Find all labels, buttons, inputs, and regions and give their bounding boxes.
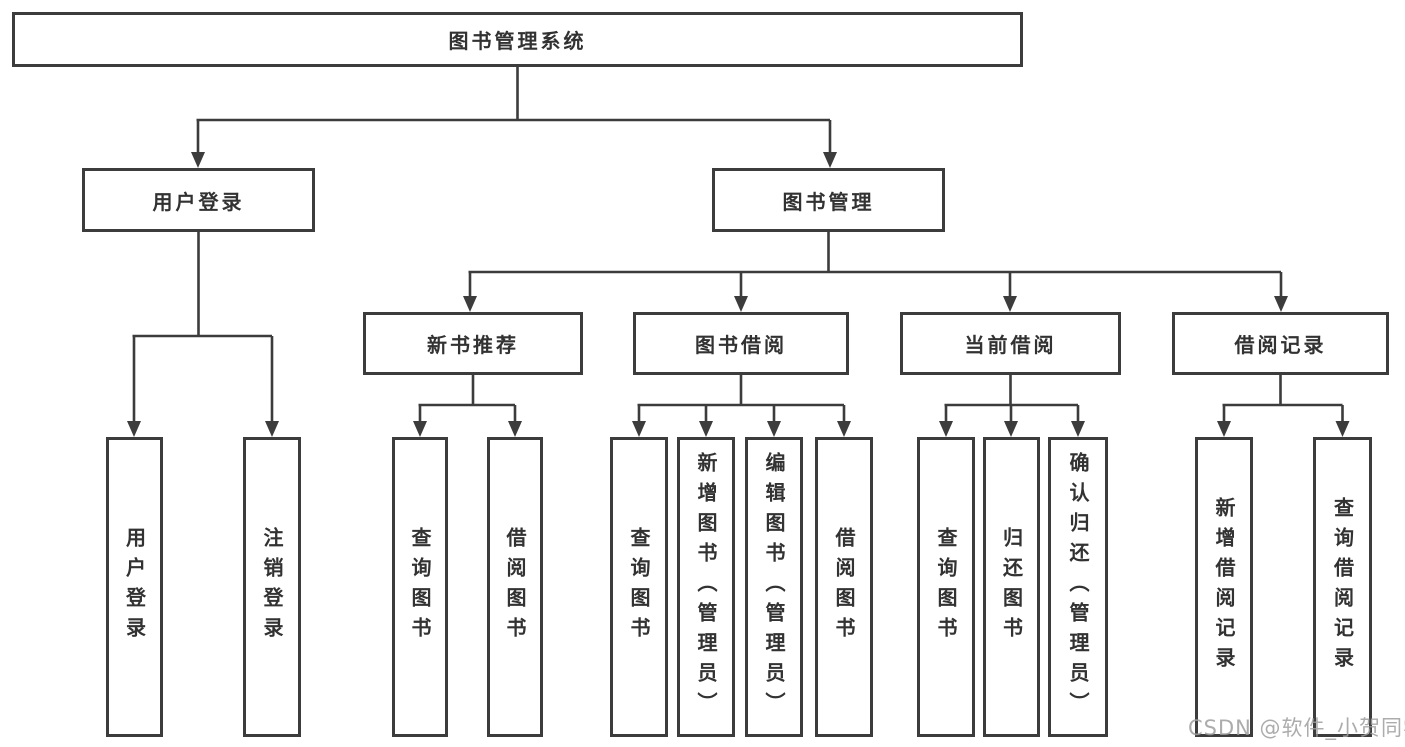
node-label: 图书管理: [782, 189, 875, 214]
leaf-query-books-recommend: 查询图书: [392, 437, 448, 737]
leaf-label: 新增借阅记录: [1212, 497, 1236, 677]
leaf-label: 借阅图书: [832, 527, 856, 647]
leaf-edit-books-admin: 编辑图书（管理员）: [745, 437, 803, 737]
leaf-label: 归还图书: [999, 527, 1024, 647]
node-label: 用户登录: [152, 189, 245, 214]
arrowhead-icons: [127, 152, 1350, 437]
leaf-label: 注销登录: [260, 527, 284, 647]
leaf-borrow-books: 借阅图书: [815, 437, 873, 737]
leaf-query-books-borrow: 查询图书: [610, 437, 668, 737]
node-label: 新书推荐: [427, 333, 519, 357]
leaf-label: 新增图书（管理员）: [694, 452, 718, 722]
node-root-system: 图书管理系统: [12, 12, 1023, 67]
leaf-query-books-current: 查询图书: [917, 437, 975, 737]
leaf-label: 用户登录: [122, 527, 147, 647]
leaf-label: 查询图书: [408, 527, 432, 647]
node-label: 当前借阅: [964, 333, 1057, 357]
node-label: 借阅记录: [1234, 333, 1327, 357]
node-borrowing-records: 借阅记录: [1172, 312, 1389, 375]
leaf-label: 查询图书: [627, 527, 651, 647]
node-book-borrowing: 图书借阅: [633, 312, 849, 375]
leaf-user-login: 用户登录: [106, 437, 163, 737]
leaf-borrow-books-recommend: 借阅图书: [487, 437, 543, 737]
leaf-label: 查询图书: [934, 527, 958, 647]
leaf-return-books: 归还图书: [983, 437, 1040, 737]
leaf-label: 确认归还（管理员）: [1066, 452, 1090, 722]
node-book-management: 图书管理: [712, 168, 945, 232]
node-new-book-recommend: 新书推荐: [363, 312, 583, 375]
leaf-label: 借阅图书: [503, 527, 527, 647]
leaf-label: 查询借阅记录: [1330, 497, 1355, 677]
leaf-query-borrow-record: 查询借阅记录: [1313, 437, 1372, 737]
node-label: 图书借阅: [695, 333, 787, 357]
node-label: 图书管理系统: [448, 29, 587, 53]
leaf-confirm-return-admin: 确认归还（管理员）: [1048, 437, 1108, 737]
leaf-add-borrow-record: 新增借阅记录: [1195, 437, 1253, 737]
node-user-login: 用户登录: [82, 168, 315, 232]
leaf-add-books-admin: 新增图书（管理员）: [677, 437, 735, 737]
leaf-label: 编辑图书（管理员）: [762, 452, 786, 722]
node-current-borrowing: 当前借阅: [900, 312, 1121, 375]
leaf-logout: 注销登录: [243, 437, 301, 737]
